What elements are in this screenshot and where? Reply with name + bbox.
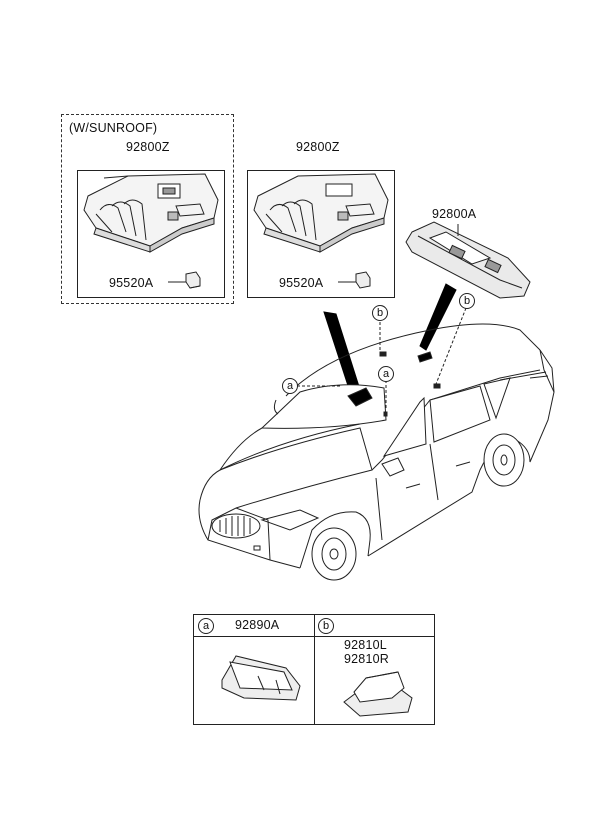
part-92890a-drawing <box>221 655 301 701</box>
part-92810-drawing <box>343 671 413 717</box>
callout-b-right: b <box>459 293 475 309</box>
overhead-console-sunroof-drawing <box>83 173 219 253</box>
overhead-console-standard-drawing <box>253 173 389 253</box>
part-label-sunroof-sensor: 95520A <box>109 276 154 290</box>
sunroof-group-frame <box>61 114 234 304</box>
legend-part-b-right: 92810R <box>344 652 389 666</box>
callout-b-top: b <box>372 305 388 321</box>
sensor-95520a-sunroof-drawing <box>168 271 201 289</box>
car-drawing <box>198 323 555 581</box>
sunroof-lamp-box <box>77 170 225 298</box>
part-label-std-sensor: 95520A <box>279 276 324 290</box>
legend-divider-vertical <box>314 614 315 725</box>
room-lamp-92800a-drawing <box>405 221 531 299</box>
leader-lines <box>297 307 467 410</box>
legend-part-a: 92890A <box>235 618 280 632</box>
part-label-sunroof-lamp: 92800Z <box>126 140 170 154</box>
legend-part-b-left: 92810L <box>344 638 387 652</box>
std-lamp-box <box>247 170 395 298</box>
part-label-std-lamp: 92800Z <box>296 140 340 154</box>
sensor-95520a-standard-drawing <box>338 271 371 289</box>
legend-key-a: a <box>198 618 214 634</box>
callout-a-left: a <box>282 378 298 394</box>
legend-key-b: b <box>318 618 334 634</box>
callout-a-top: a <box>378 366 394 382</box>
part-label-room-lamp: 92800A <box>432 207 477 221</box>
pointer-arrow-room-lamp <box>419 283 457 351</box>
sunroof-group-label: (W/SUNROOF) <box>69 121 158 135</box>
legend-divider-horizontal <box>193 636 435 637</box>
